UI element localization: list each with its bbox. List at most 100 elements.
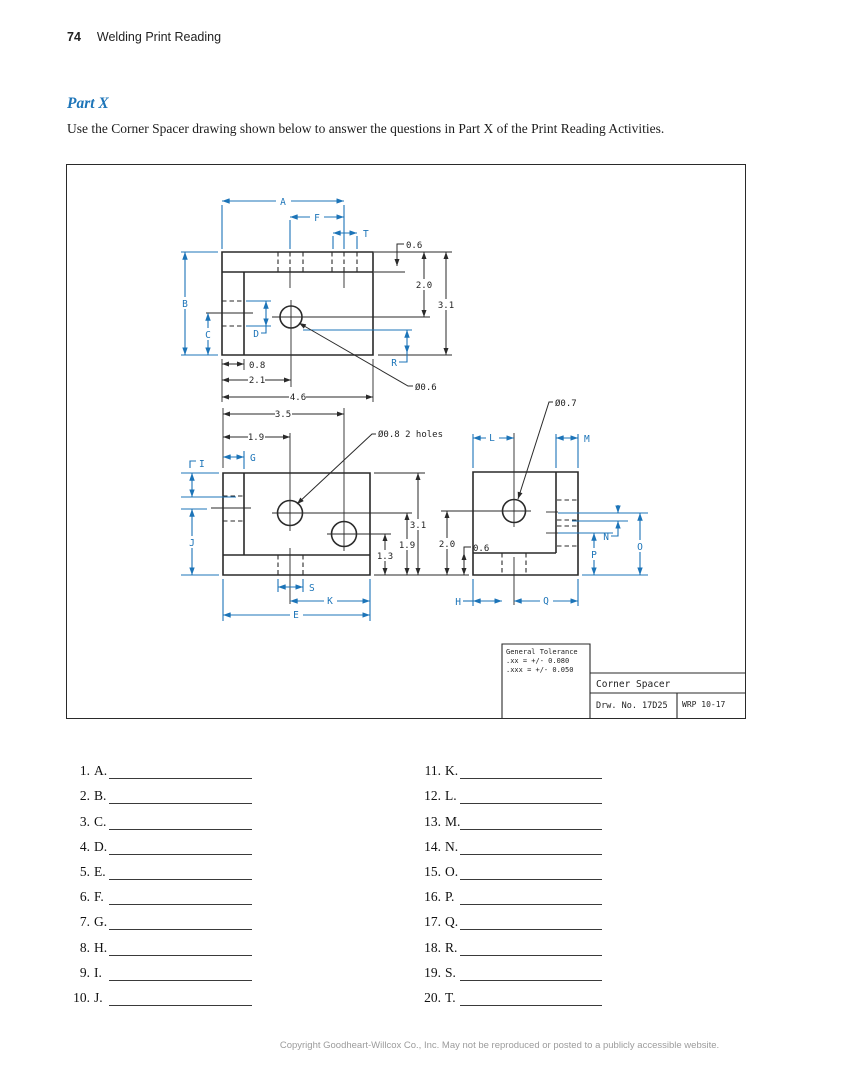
side-view-blue-ext-lines [472, 434, 648, 606]
answer-blank[interactable] [460, 989, 602, 1006]
question-letter: P. [445, 889, 455, 905]
side-view: L M N O P H Q 2.0 [438, 398, 648, 608]
answer-row: 8.H. [62, 930, 252, 956]
dim-label-M: M [584, 434, 590, 445]
answer-blank[interactable] [109, 813, 252, 830]
front-view-blue-ext-lines [181, 451, 371, 621]
dim-label-T: T [363, 229, 369, 240]
dim-label-C: C [205, 330, 211, 341]
question-letter: G. [94, 914, 108, 930]
question-letter: K. [445, 763, 459, 779]
front-view: 3.5 1.9 G I J 3.1 1.9 1.3 [181, 408, 452, 621]
answer-blank[interactable] [109, 762, 252, 780]
answer-row: 1.A. [62, 754, 252, 780]
question-letter: J. [94, 989, 103, 1005]
answer-row: 14.N. [405, 830, 602, 855]
dim-label-K: K [327, 596, 333, 607]
dim-label-I: I [199, 459, 205, 470]
question-letter: D. [94, 838, 108, 854]
question-number: 2. [79, 788, 90, 804]
dim-2.0-top: 2.0 [416, 281, 432, 291]
answer-blank[interactable] [109, 787, 252, 805]
question-letter: R. [445, 939, 458, 955]
question-number: 20. [424, 989, 441, 1005]
answer-blank[interactable] [109, 863, 252, 880]
question-letter: I. [94, 964, 102, 980]
answer-blank[interactable] [460, 964, 602, 981]
answer-row: 13.M. [405, 804, 602, 830]
dim-dia-0.7: Ø0.7 [555, 398, 577, 409]
tolerance-xx: .xx = +/- 0.080 [506, 657, 569, 665]
answer-blank[interactable] [460, 762, 602, 780]
question-letter: L. [445, 788, 457, 804]
question-number: 14. [424, 838, 441, 854]
question-letter: S. [445, 964, 456, 980]
answer-column-right: 11.K. 12.L. 13.M. 14.N. 15.O. 16.P. 17.Q… [405, 754, 602, 1006]
question-number: 10. [73, 989, 90, 1005]
front-view-object-lines [222, 472, 371, 576]
dim-label-F: F [314, 213, 320, 224]
dim-dia-0.6: Ø0.6 [415, 382, 437, 393]
dim-label-R: R [391, 358, 397, 369]
question-letter: N. [445, 838, 459, 854]
dim-label-N: N [603, 532, 609, 543]
dim-label-D: D [253, 329, 259, 340]
question-letter: Q. [445, 914, 459, 930]
top-view-dimensions: A F T B C D R 0.6 [179, 195, 454, 403]
question-letter: T. [445, 989, 456, 1005]
top-view-object-lines [221, 251, 374, 356]
answer-row: 3.C. [62, 804, 252, 830]
front-view-hidden-lines [223, 495, 304, 575]
question-number: 5. [79, 863, 90, 879]
answer-blank[interactable] [109, 964, 252, 981]
question-number: 7. [79, 914, 90, 930]
question-number: 12. [424, 788, 441, 804]
intro-text: Use the Corner Spacer drawing shown belo… [67, 121, 665, 136]
answer-blank[interactable] [109, 989, 252, 1006]
answer-blank[interactable] [460, 863, 602, 880]
question-letter: H. [94, 939, 108, 955]
answer-column-left: 1.A. 2.B. 3.C. 4.D. 5.E. 6.F. 7.G. 8.H. … [62, 754, 252, 1006]
answer-row: 12.L. [405, 779, 602, 805]
answer-blank[interactable] [109, 888, 252, 906]
answer-blank[interactable] [109, 913, 252, 931]
copyright-notice: Copyright Goodheart-Willcox Co., Inc. Ma… [279, 1040, 720, 1051]
dim-dia-0.8-2holes: Ø0.8 2 holes [378, 429, 443, 440]
answer-blank[interactable] [109, 838, 252, 855]
dim-label-P: P [591, 550, 597, 561]
dim-2.0-side: 2.0 [439, 540, 455, 550]
question-letter: F. [94, 889, 104, 905]
answer-row: 2.B. [62, 779, 252, 805]
question-letter: O. [445, 863, 459, 879]
page-number: 74 [67, 30, 81, 44]
part-name: Corner Spacer [596, 679, 671, 690]
dim-3.1-front: 3.1 [410, 521, 426, 531]
answer-blank[interactable] [460, 888, 602, 906]
answer-row: 15.O. [405, 855, 602, 880]
answer-row: 17.Q. [405, 905, 602, 931]
drawing-border: A F T B C D R 0.6 [66, 164, 746, 719]
answer-blank[interactable] [460, 838, 602, 855]
question-letter: A. [94, 763, 108, 779]
dim-0.8: 0.8 [249, 361, 265, 371]
top-view: A F T B C D R 0.6 [179, 195, 454, 403]
question-letter: E. [94, 863, 106, 879]
answer-blank[interactable] [460, 787, 602, 805]
corner-spacer-drawing: A F T B C D R 0.6 [179, 195, 745, 718]
dim-label-B: B [182, 299, 188, 310]
dim-4.6: 4.6 [290, 393, 306, 403]
answer-row: 16.P. [405, 880, 602, 906]
question-letter: C. [94, 813, 107, 829]
answer-blank[interactable] [109, 939, 252, 956]
question-number: 13. [424, 813, 441, 829]
dim-label-A: A [280, 197, 286, 208]
answer-blank[interactable] [460, 813, 602, 830]
tolerance-title: General Tolerance [506, 648, 578, 656]
answer-row: 20.T. [405, 981, 602, 1006]
question-number: 1. [79, 763, 90, 779]
side-view-dimensions: L M N O P H Q 2.0 [438, 398, 646, 608]
answer-blank[interactable] [460, 939, 602, 956]
answer-blank[interactable] [460, 913, 602, 931]
dim-1.9-front-top: 1.9 [248, 433, 264, 443]
